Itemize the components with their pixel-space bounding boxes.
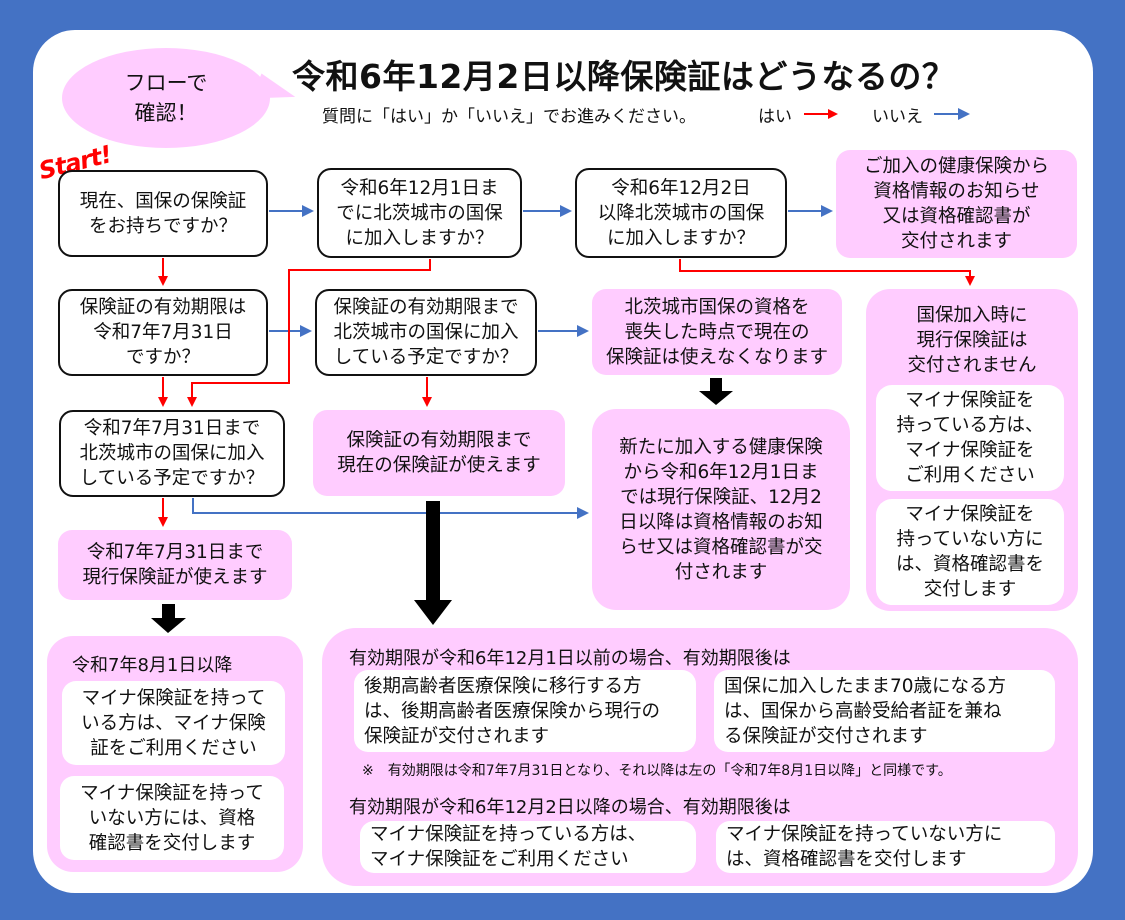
- after-r7-aug-title: 令和7年8月1日以降: [72, 655, 233, 676]
- answer-line: らせ又は資格確認書が交: [619, 536, 823, 558]
- answer-line: 交付されます: [900, 231, 1012, 252]
- expiry-before-left-box: 後期高齢者医療保険に移行する方 は、後期高齢者医療保険から現行の 保険証が交付さ…: [354, 670, 696, 752]
- answer-line: る保険証が交付されます: [724, 725, 928, 747]
- q2-line: 令和6年12月1日ま: [340, 177, 499, 199]
- after-r7-have-card-box: マイナ保険証を持って いる方は、マイナ保険 証をご利用ください: [62, 681, 285, 765]
- question-join-after-dec2: 令和6年12月2日 以降北茨城市の国保 に加入しますか？: [575, 168, 787, 258]
- answer-other-insurance: ご加入の健康保険から 資格情報のお知らせ 又は資格確認書が 交付されます: [836, 150, 1077, 258]
- answer-line: 現在の保険証が使えます: [337, 455, 541, 476]
- answer-line: 現行保険証は: [916, 330, 1028, 351]
- q1-line: をお持ちですか？: [88, 215, 237, 237]
- q6-line: している予定ですか？: [79, 468, 265, 489]
- q1-line: 現在、国保の保険証: [79, 190, 247, 212]
- answer-line: いない方には、資格: [88, 807, 256, 829]
- q3-line: に加入しますか？: [606, 227, 755, 249]
- answer-line: 日以降は資格情報のお知: [619, 511, 823, 533]
- no-mynumber-card-box: マイナ保険証を 持っていない方に は、資格確認書を 交付します: [876, 499, 1064, 605]
- answer-line: マイナ保険証を持って: [81, 687, 266, 709]
- expiry-after-right-box: マイナ保険証を持っていない方に は、資格確認書を交付します: [716, 821, 1055, 873]
- answer-line: は、資格確認書を交付します: [726, 849, 967, 870]
- question-stay-until-r7: 令和7年7月31日まで 北茨城市の国保に加入 している予定ですか？: [59, 410, 285, 497]
- q4-line: 保険証の有効期限は: [79, 297, 247, 318]
- after-r7-no-card-box: マイナ保険証を持って いない方には、資格 確認書を交付します: [60, 776, 284, 860]
- instruction-text: 質問に「はい」か「いいえ」でお進みください。: [322, 107, 696, 127]
- q5-line: 保険証の有効期限まで: [333, 297, 519, 318]
- answer-line: マイナ保険証を持っていない方に: [726, 824, 1003, 845]
- answer-line: 又は資格確認書が: [882, 206, 1031, 227]
- q5-line: 北茨城市の国保に加入: [333, 322, 519, 343]
- answer-line: は、後期高齢者医療保険から現行の: [364, 700, 661, 722]
- legend-no-label: いいえ: [872, 107, 923, 127]
- answer-line: 付されます: [674, 561, 768, 583]
- answer-line: 持っていない方に: [896, 529, 1044, 550]
- answer-line: マイナ保険証を: [905, 504, 1035, 525]
- expiry-after-left-box: マイナ保険証を持っている方は、 マイナ保険証をご利用ください: [360, 821, 696, 873]
- answer-until-expiry: 保険証の有効期限まで 現在の保険証が使えます: [313, 410, 565, 496]
- answer-line: 確認書を交付します: [88, 832, 256, 854]
- answer-line: ご加入の健康保険から: [863, 156, 1049, 177]
- q2-line: でに北茨城市の国保: [336, 202, 503, 224]
- expiry-after-title: 有効期限が令和6年12月2日以降の場合、有効期限後は: [349, 797, 791, 818]
- legend-yes-label: はい: [758, 107, 792, 127]
- answer-line: 交付されません: [907, 355, 1037, 376]
- answer-line: は、資格確認書を: [895, 554, 1044, 575]
- answer-line: 新たに加入する健康保険: [619, 436, 823, 458]
- answer-line: は、国保から高齢受給者証を兼ね: [724, 700, 1002, 722]
- answer-line: ご利用ください: [905, 465, 1035, 486]
- q6-line: 北茨城市の国保に加入: [79, 443, 265, 464]
- answer-new-insurance: 新たに加入する健康保険 から令和6年12月1日ま では現行保険証、12月2 日以…: [592, 409, 850, 610]
- answer-line: 保険証の有効期限まで: [346, 430, 532, 451]
- answer-line: 持っている方は、: [896, 415, 1044, 436]
- question-expiry-r7: 保険証の有効期限は 令和7年7月31日 ですか？: [58, 289, 268, 376]
- question-stay-until-expiry: 保険証の有効期限まで 北茨城市の国保に加入 している予定ですか？: [315, 289, 537, 376]
- answer-line: マイナ保険証を持って: [80, 782, 264, 804]
- page-title: 令和6年12月2日以降保険証はどうなるの？: [292, 57, 956, 96]
- answer-line: 保険証が交付されます: [364, 725, 550, 747]
- have-mynumber-card-box: マイナ保険証を 持っている方は、 マイナ保険証を ご利用ください: [876, 385, 1064, 491]
- answer-line: 証をご利用ください: [90, 737, 257, 759]
- q6-line: 令和7年7月31日まで: [83, 418, 261, 439]
- answer-line: では現行保険証、12月2: [620, 486, 822, 508]
- speech-bubble: フローで 確認！: [62, 48, 270, 148]
- answer-line: 現行保険証が使えます: [82, 567, 268, 588]
- answer-lose-qualification: 北茨城市国保の資格を 喪失した時点で現在の 保険証は使えなくなります: [592, 289, 842, 375]
- answer-line: 令和7年7月31日まで: [86, 542, 264, 563]
- answer-line: 国保に加入したまま70歳になる方: [724, 675, 1006, 697]
- expiry-note: ※ 有効期限は令和7年7月31日となり、それ以降は左の「令和7年8月1日以降」と…: [362, 763, 952, 779]
- answer-line: 交付します: [923, 579, 1017, 600]
- answer-line: マイナ保険証を持っている方は、: [370, 824, 647, 845]
- answer-line: 喪失した時点で現在の: [624, 321, 810, 343]
- bubble-line: 確認！: [134, 101, 198, 125]
- answer-line: マイナ保険証をご利用ください: [370, 849, 629, 870]
- answer-line: 北茨城市国保の資格を: [624, 296, 810, 318]
- q2-line: に加入しますか？: [345, 227, 494, 249]
- question-current-card: 現在、国保の保険証 をお持ちですか？: [58, 170, 268, 257]
- answer-line: から令和6年12月1日ま: [623, 461, 819, 483]
- answer-line: マイナ保険証を: [905, 390, 1035, 411]
- q3-line: 以降北茨城市の国保: [597, 202, 765, 224]
- answer-line: いる方は、マイナ保険: [81, 712, 266, 734]
- answer-until-r7: 令和7年7月31日まで 現行保険証が使えます: [58, 530, 292, 600]
- expiry-before-title: 有効期限が令和6年12月1日以前の場合、有効期限後は: [349, 648, 791, 669]
- q4-line: 令和7年7月31日: [93, 322, 233, 343]
- answer-line: 保険証は使えなくなります: [605, 346, 828, 368]
- answer-line: 後期高齢者医療保険に移行する方: [364, 675, 642, 697]
- q3-line: 令和6年12月2日: [611, 177, 751, 199]
- q5-line: している予定ですか？: [333, 347, 519, 368]
- answer-line: 国保加入時に: [916, 305, 1028, 326]
- answer-line: マイナ保険証を: [905, 440, 1035, 461]
- q4-line: ですか？: [125, 347, 200, 368]
- bubble-line: フローで: [124, 71, 208, 95]
- question-join-before-dec1: 令和6年12月1日ま でに北茨城市の国保 に加入しますか？: [317, 168, 522, 258]
- answer-line: 資格情報のお知らせ: [873, 181, 1040, 202]
- expiry-before-right-box: 国保に加入したまま70歳になる方 は、国保から高齢受給者証を兼ね る保険証が交付…: [714, 670, 1055, 752]
